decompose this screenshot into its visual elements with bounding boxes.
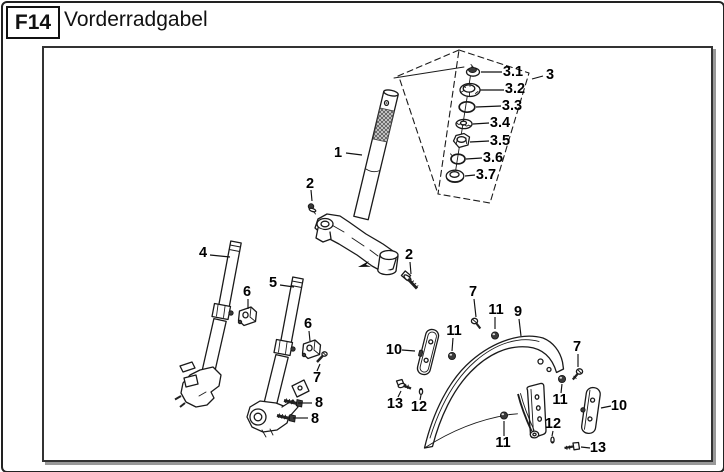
part-3-3-drawing bbox=[459, 102, 475, 112]
callout-2-a: 2 bbox=[306, 177, 314, 192]
callout-3-3: 3.3 bbox=[502, 99, 522, 114]
callout-6-a: 6 bbox=[243, 285, 251, 300]
nut-11d-drawing bbox=[558, 375, 565, 382]
callout-13-b: 13 bbox=[590, 441, 606, 456]
callout-12-b: 12 bbox=[545, 417, 561, 432]
reflector-10a-drawing bbox=[414, 328, 440, 376]
callout-8-b: 8 bbox=[311, 412, 319, 427]
bolt-13b-drawing bbox=[565, 443, 580, 450]
part-3-5-drawing bbox=[454, 134, 470, 148]
callout-1: 1 bbox=[334, 146, 342, 161]
fork-leg-right-drawing bbox=[247, 277, 309, 437]
callout-6-b: 6 bbox=[304, 317, 312, 332]
screw-7c-drawing bbox=[573, 369, 583, 380]
callout-12-a: 12 bbox=[411, 400, 427, 415]
callout-11-b: 11 bbox=[488, 303, 503, 318]
callout-3-5: 3.5 bbox=[490, 134, 510, 149]
callout-3-1: 3.1 bbox=[503, 65, 523, 80]
callout-3-4: 3.4 bbox=[490, 116, 510, 131]
callout-3-2: 3.2 bbox=[505, 82, 525, 97]
nut-11c-drawing bbox=[500, 412, 507, 419]
callout-7-b: 7 bbox=[469, 285, 477, 300]
callout-3-6: 3.6 bbox=[483, 151, 503, 166]
bolt-13a-drawing bbox=[397, 380, 412, 389]
nut-11a-drawing bbox=[448, 352, 455, 359]
callout-3-7: 3.7 bbox=[476, 168, 496, 183]
callout-9: 9 bbox=[514, 305, 522, 320]
bolt-2a-drawing bbox=[308, 204, 316, 214]
callout-7-a: 7 bbox=[313, 371, 321, 386]
callout-10-b: 10 bbox=[611, 399, 627, 414]
clamp-6b-drawing bbox=[302, 340, 320, 359]
clamp-6a-drawing bbox=[238, 307, 256, 326]
pin-12b-drawing bbox=[551, 437, 554, 443]
part-3-1-drawing bbox=[467, 65, 480, 77]
callout-3: 3 bbox=[546, 68, 554, 83]
screw-7b-drawing bbox=[471, 318, 480, 328]
callout-5: 5 bbox=[269, 276, 277, 291]
callout-2-b: 2 bbox=[405, 248, 413, 263]
callout-11-a: 11 bbox=[446, 324, 461, 339]
pin-12a-drawing bbox=[419, 388, 422, 394]
triple-clamp-drawing bbox=[315, 214, 398, 275]
callout-11-d: 11 bbox=[552, 393, 567, 408]
callout-4: 4 bbox=[199, 246, 207, 261]
nut-11b-drawing bbox=[491, 332, 498, 339]
callout-8-a: 8 bbox=[315, 396, 323, 411]
reflector-10b-drawing bbox=[578, 386, 601, 434]
callout-7-c: 7 bbox=[573, 340, 581, 355]
fork-leg-left-drawing bbox=[175, 241, 241, 407]
callout-11-c: 11 bbox=[495, 436, 510, 451]
part-3-7-drawing bbox=[446, 170, 464, 182]
fender-drawing bbox=[425, 336, 564, 448]
callout-10-a: 10 bbox=[386, 343, 402, 358]
part-3-2-drawing bbox=[460, 84, 480, 97]
part-3-4-drawing bbox=[456, 119, 473, 128]
bolt-2b-drawing bbox=[401, 271, 418, 289]
callout-13-a: 13 bbox=[387, 397, 403, 412]
